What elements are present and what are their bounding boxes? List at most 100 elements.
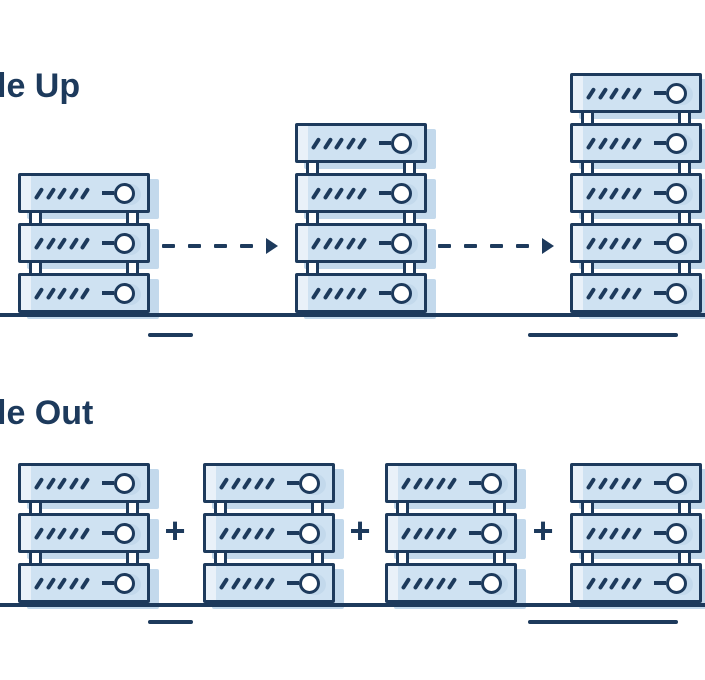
power-icon xyxy=(287,522,320,544)
server-unit xyxy=(570,513,702,553)
vent-slash xyxy=(322,236,333,250)
tab xyxy=(311,503,324,513)
power-icon xyxy=(102,472,135,494)
vent-slashes-icon xyxy=(218,476,275,490)
power-circle xyxy=(299,572,320,594)
server-unit xyxy=(385,563,517,603)
tab xyxy=(403,263,416,273)
power-circle xyxy=(299,522,320,544)
vent-slashes-icon xyxy=(585,576,642,590)
vent-slash xyxy=(446,526,457,540)
power-circle xyxy=(481,572,502,594)
server-unit xyxy=(18,563,150,603)
underline-short xyxy=(148,333,193,337)
vent-slash xyxy=(631,136,642,150)
power-circle xyxy=(114,232,135,254)
vent-slash xyxy=(218,476,229,490)
vent-slash xyxy=(345,236,356,250)
power-icon xyxy=(469,522,502,544)
arrowhead-icon xyxy=(542,238,554,254)
power-dash xyxy=(654,581,666,585)
vent-slash xyxy=(446,576,457,590)
power-dash xyxy=(469,531,481,535)
server-unit xyxy=(570,123,702,163)
vent-slash xyxy=(264,576,275,590)
vent-slash xyxy=(620,186,631,200)
vent-slash xyxy=(631,236,642,250)
arrow-dash xyxy=(516,244,529,248)
arrow-dash xyxy=(188,244,201,248)
power-icon xyxy=(379,282,412,304)
vent-slash xyxy=(631,286,642,300)
vent-slash xyxy=(68,286,79,300)
power-circle xyxy=(391,132,412,154)
vent-slash xyxy=(264,476,275,490)
vent-slash xyxy=(620,526,631,540)
server-unit xyxy=(295,173,427,213)
tab xyxy=(493,553,506,563)
power-icon xyxy=(469,572,502,594)
vent-slashes-icon xyxy=(400,476,457,490)
vent-slash xyxy=(620,86,631,100)
tab xyxy=(581,263,594,273)
vent-slash xyxy=(597,86,608,100)
power-icon xyxy=(379,182,412,204)
vent-slash xyxy=(597,526,608,540)
power-dash xyxy=(102,531,114,535)
vent-slash xyxy=(33,186,44,200)
server-unit xyxy=(295,123,427,163)
vent-slash xyxy=(345,136,356,150)
vent-slashes-icon xyxy=(310,136,367,150)
vent-slash xyxy=(241,526,252,540)
power-circle xyxy=(666,82,687,104)
vent-slash xyxy=(218,526,229,540)
connector-tabs xyxy=(295,213,427,223)
power-dash xyxy=(379,191,391,195)
vent-slash xyxy=(597,476,608,490)
server-unit xyxy=(295,273,427,313)
power-circle xyxy=(481,472,502,494)
server-unit xyxy=(570,563,702,603)
vent-slash xyxy=(597,186,608,200)
vent-slash xyxy=(241,476,252,490)
dashed-arrow-icon xyxy=(162,238,278,254)
vent-slash xyxy=(423,576,434,590)
vent-slash xyxy=(218,576,229,590)
vent-slash xyxy=(446,476,457,490)
vent-slash xyxy=(68,236,79,250)
tab xyxy=(581,503,594,513)
power-circle xyxy=(666,132,687,154)
power-dash xyxy=(287,481,299,485)
vent-slash xyxy=(333,186,344,200)
vent-slash xyxy=(356,236,367,250)
arrow-dash xyxy=(464,244,477,248)
power-icon xyxy=(379,132,412,154)
vent-slashes-icon xyxy=(585,476,642,490)
vent-slash xyxy=(608,526,619,540)
power-circle xyxy=(299,472,320,494)
vent-slash xyxy=(33,476,44,490)
arrow-dash xyxy=(162,244,175,248)
vent-slash xyxy=(597,576,608,590)
tab xyxy=(396,503,409,513)
vent-slash xyxy=(608,576,619,590)
server-unit xyxy=(570,463,702,503)
power-circle xyxy=(114,282,135,304)
vent-slash xyxy=(412,476,423,490)
power-icon xyxy=(287,572,320,594)
power-dash xyxy=(469,581,481,585)
power-icon xyxy=(102,232,135,254)
vent-slashes-icon xyxy=(33,186,90,200)
vent-slash xyxy=(56,476,67,490)
server-unit xyxy=(203,463,335,503)
vent-slash xyxy=(79,576,90,590)
vent-slashes-icon xyxy=(310,286,367,300)
power-icon xyxy=(654,182,687,204)
server-unit xyxy=(18,273,150,313)
vent-slash xyxy=(585,576,596,590)
vent-slash xyxy=(322,286,333,300)
tab xyxy=(126,213,139,223)
power-icon xyxy=(654,232,687,254)
vent-slashes-icon xyxy=(33,236,90,250)
